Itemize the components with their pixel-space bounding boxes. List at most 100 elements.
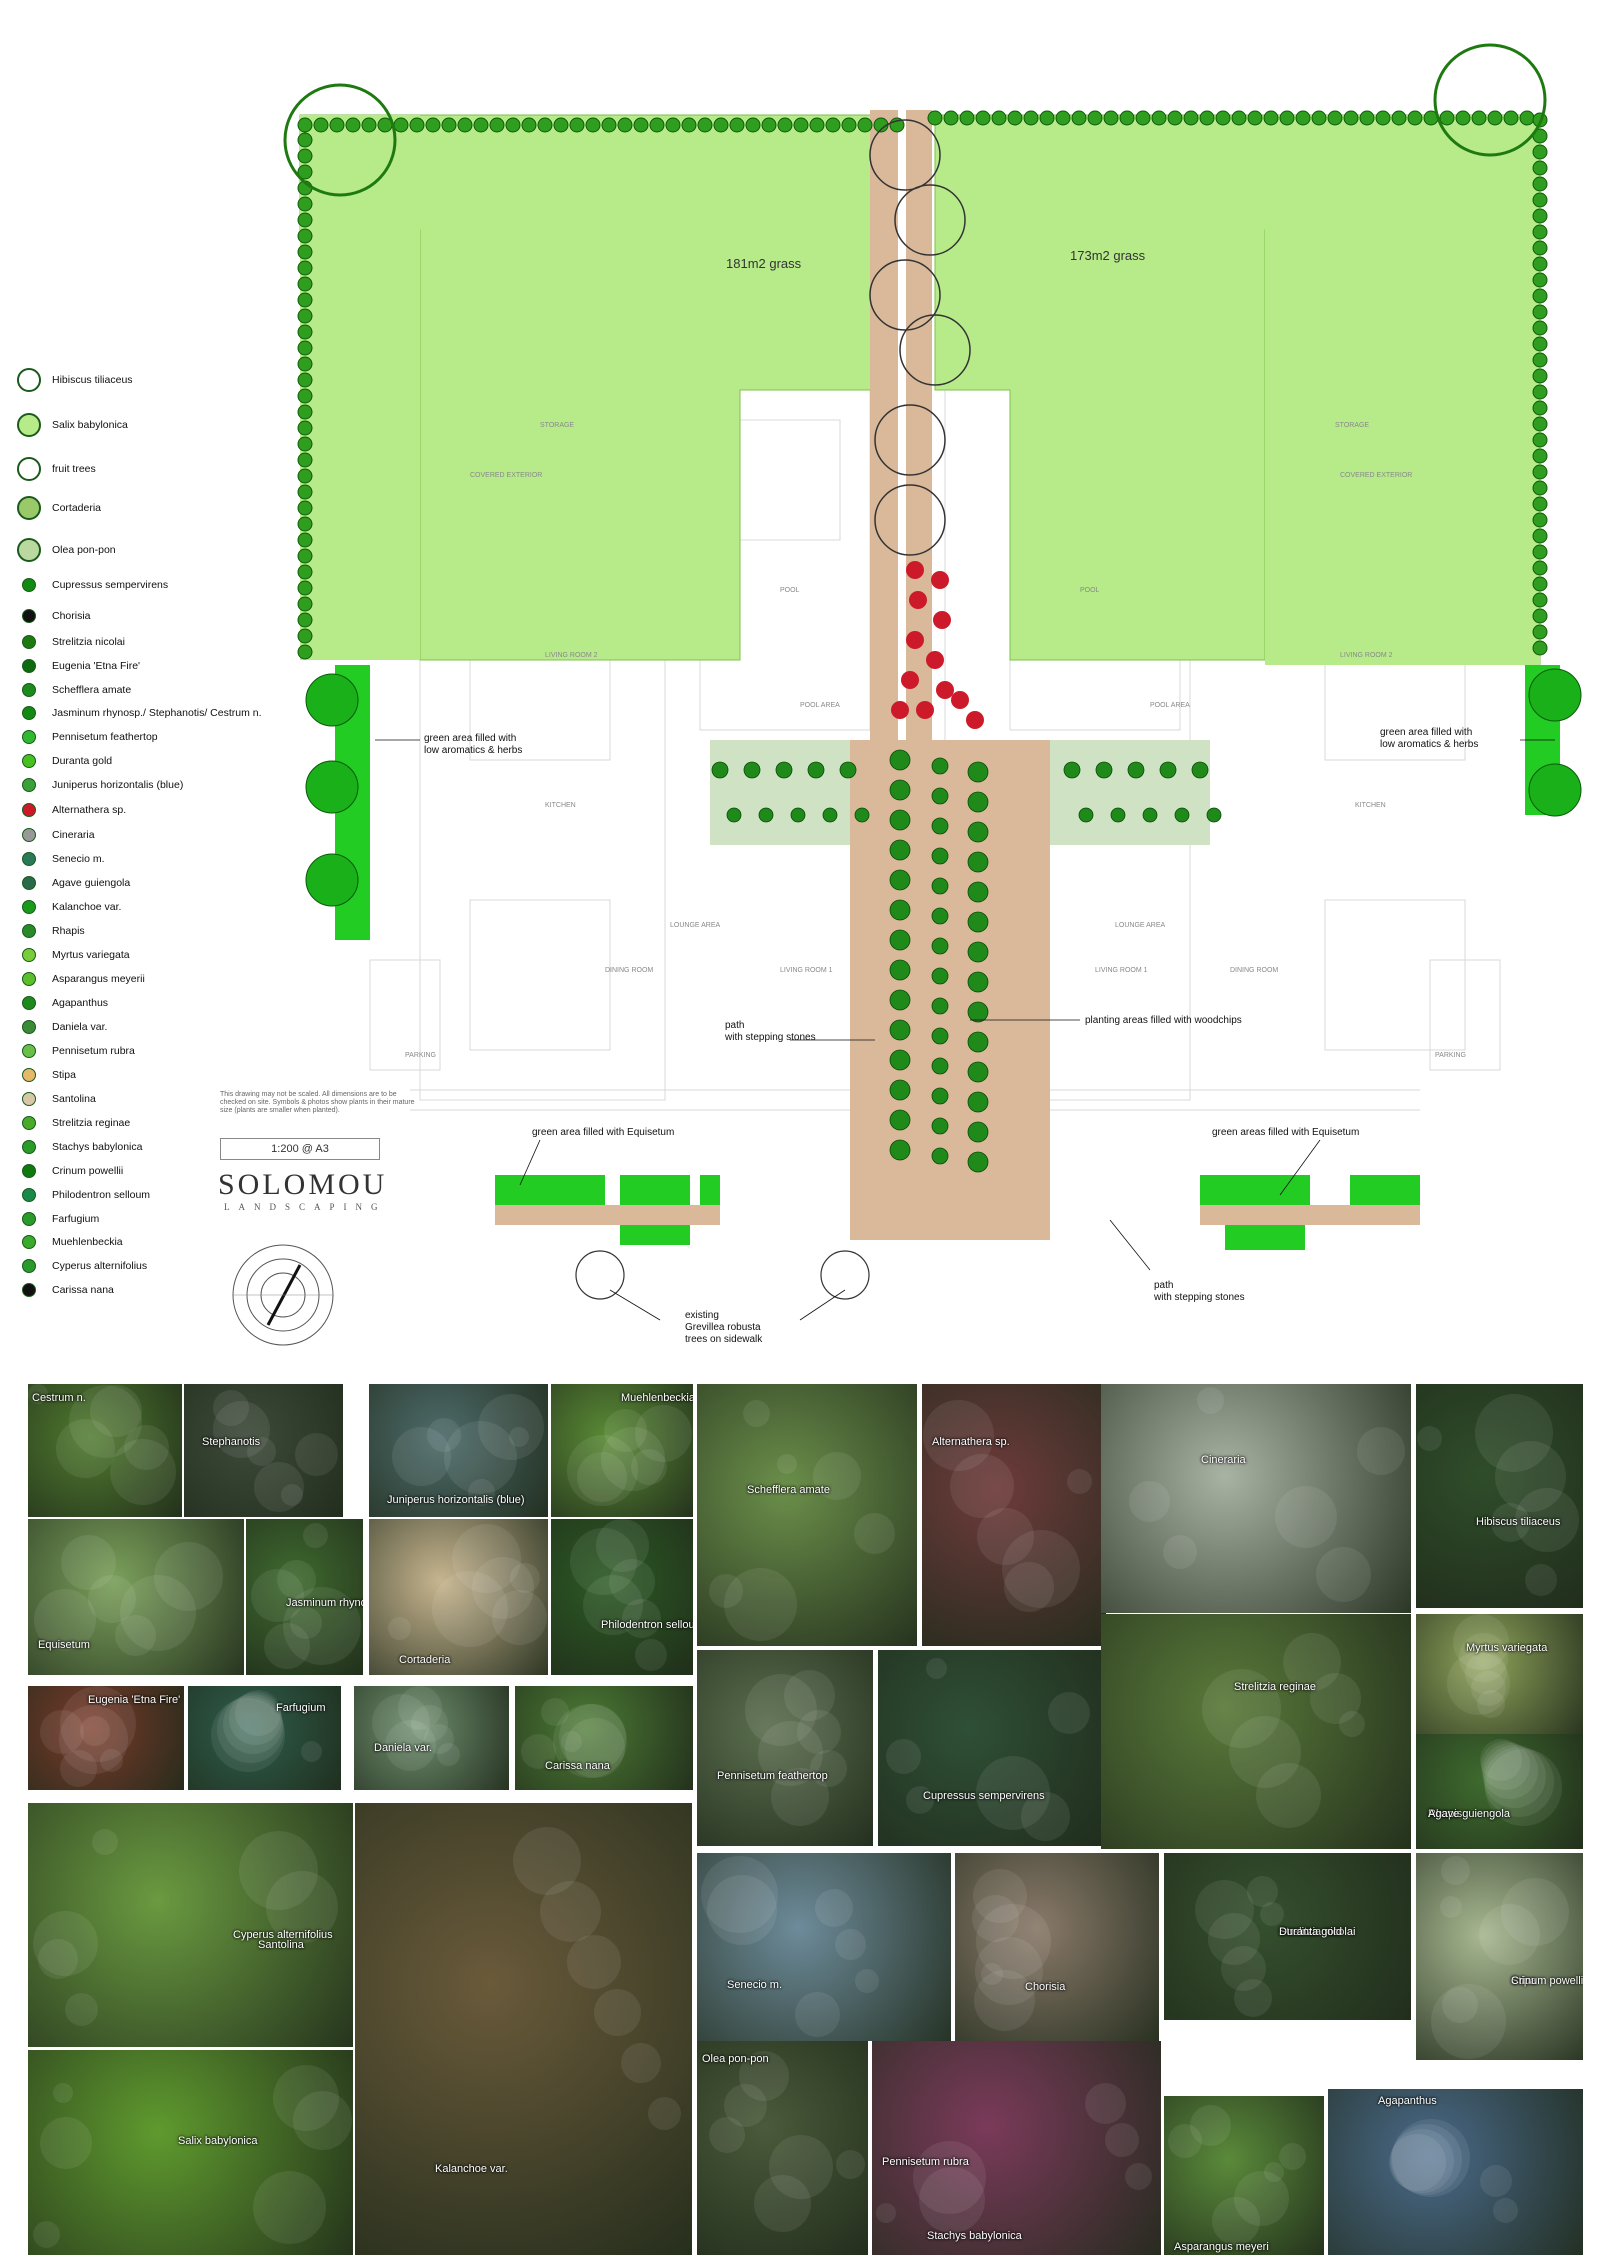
shrub-plant xyxy=(1206,807,1222,823)
alternathera-plant xyxy=(916,701,934,719)
room-label: POOL xyxy=(1080,587,1100,594)
label-line: existing xyxy=(685,1310,719,1321)
hedge-shrub xyxy=(1532,464,1548,480)
legend-item: Strelitzia reginae xyxy=(12,1111,130,1135)
photo-foliage xyxy=(1482,1743,1538,1799)
shrub-plant xyxy=(1078,807,1094,823)
schefflera-icon xyxy=(12,678,46,702)
legend-label: Chorisia xyxy=(52,610,91,622)
photo-foliage xyxy=(80,1716,110,1746)
hedge-shrub xyxy=(1532,288,1548,304)
photo-foliage xyxy=(1484,1747,1554,1817)
label-line: trees on sidewalk xyxy=(685,1334,763,1345)
photo-foliage xyxy=(813,1452,861,1500)
shrub-plant xyxy=(775,761,793,779)
legend-item: Carissa nana xyxy=(12,1278,114,1302)
hedge-shrub xyxy=(1151,110,1167,126)
photo-caption: Eugenia 'Etna Fire' xyxy=(88,1694,181,1706)
agapanthus-icon xyxy=(12,991,46,1015)
shrub-plant xyxy=(967,971,989,993)
equisetum-left-label: green area filled with Equisetum xyxy=(532,1127,675,1138)
photo-foliage xyxy=(1390,2129,1454,2193)
kalanchoe-icon xyxy=(12,895,46,919)
hedge-shrub xyxy=(457,117,473,133)
shrub-plant xyxy=(889,839,911,861)
photo-foliage xyxy=(301,1741,322,1762)
photo-foliage xyxy=(1234,1979,1272,2017)
photo-foliage xyxy=(492,1590,547,1645)
hedge-shrub xyxy=(1532,576,1548,592)
shrub-plant xyxy=(1191,761,1209,779)
hedge-shrub xyxy=(1455,110,1471,126)
photo-caption: Stipa xyxy=(1511,1975,1537,1987)
hedge-shrub xyxy=(809,117,825,133)
shrub-plant xyxy=(790,807,806,823)
central-bed xyxy=(850,740,1050,1240)
photo-foliage xyxy=(976,1756,1050,1830)
label-line: green area filled with xyxy=(424,733,517,744)
legend-item: Olea pon-pon xyxy=(12,538,116,562)
hedge-shrub xyxy=(1532,560,1548,576)
alternathera-plant xyxy=(901,671,919,689)
photo-foliage xyxy=(1021,1792,1070,1841)
photo-foliage xyxy=(1447,1652,1510,1715)
asparagus-icon xyxy=(12,967,46,991)
legend-label: Farfugium xyxy=(52,1213,100,1225)
photo-foliage xyxy=(567,1935,621,1989)
agave-icon xyxy=(12,871,46,895)
photo-foliage xyxy=(1501,1878,1569,1946)
hedge-shrub xyxy=(1231,110,1247,126)
hedge-shrub xyxy=(1532,208,1548,224)
photo-foliage xyxy=(254,1462,304,1512)
hedge-shrub xyxy=(345,117,361,133)
photo-foliage xyxy=(1495,1441,1566,1512)
shrub-plant xyxy=(931,1057,949,1075)
photo-foliage xyxy=(981,1963,1003,1985)
hedge-shrub xyxy=(297,548,313,564)
alternathera-plant xyxy=(926,651,944,669)
photo-foliage xyxy=(56,1419,115,1478)
hedge-shrub xyxy=(297,340,313,356)
room-label: PARKING xyxy=(1435,1052,1466,1059)
aromatics-left-label: green area filled with low aromatics & h… xyxy=(424,733,522,757)
photo-foliage xyxy=(1002,1530,1080,1608)
label-line: green area filled with xyxy=(1380,727,1473,738)
hedge-shrub xyxy=(1407,110,1423,126)
hedge-shrub xyxy=(1532,192,1548,208)
legend-item: Cupressus sempervirens xyxy=(12,573,168,597)
legend-item: Hibiscus tiliaceus xyxy=(12,368,133,392)
photo-foliage xyxy=(835,1929,866,1960)
hedge-shrub xyxy=(473,117,489,133)
hedge-shrub xyxy=(745,117,761,133)
legend-item: Kalanchoe var. xyxy=(12,895,121,919)
muehlenbeckia-icon xyxy=(12,1230,46,1254)
photo-foliage xyxy=(1391,2124,1462,2195)
photo-foliage xyxy=(771,1768,829,1826)
photo-foliage xyxy=(1163,1535,1197,1569)
photo-caption: Santolina xyxy=(258,1939,304,1951)
photo-foliage xyxy=(561,1731,582,1752)
hedge-shrub xyxy=(1532,592,1548,608)
photo-foliage xyxy=(604,1409,647,1452)
photo-caption: Juniperus horizontalis (blue) xyxy=(387,1494,525,1506)
legend-item: Juniperus horizontalis (blue) xyxy=(12,773,183,797)
path-stepping-stones-label: path with stepping stones xyxy=(725,1020,816,1044)
photo-foliage xyxy=(815,1889,853,1927)
hedge-shrub xyxy=(297,244,313,260)
hedge-shrub xyxy=(1532,496,1548,512)
photo-foliage xyxy=(1479,1904,1540,1965)
photo-caption: Asparangus meyeri xyxy=(1174,2241,1269,2253)
plant-photo: Carissa nana xyxy=(515,1686,693,1790)
hedge-shrub xyxy=(927,110,943,126)
hedge-shrub xyxy=(297,372,313,388)
hedge-shrub xyxy=(1071,110,1087,126)
hedge-shrub xyxy=(975,110,991,126)
photo-foliage xyxy=(836,2150,865,2179)
photo-caption: Daniela var. xyxy=(374,1742,433,1754)
shrub-plant xyxy=(1159,761,1177,779)
photo-foliage xyxy=(724,2084,767,2127)
hedge-shrub xyxy=(713,117,729,133)
hedge-shrub xyxy=(649,117,665,133)
photo-foliage xyxy=(1212,2197,1260,2245)
